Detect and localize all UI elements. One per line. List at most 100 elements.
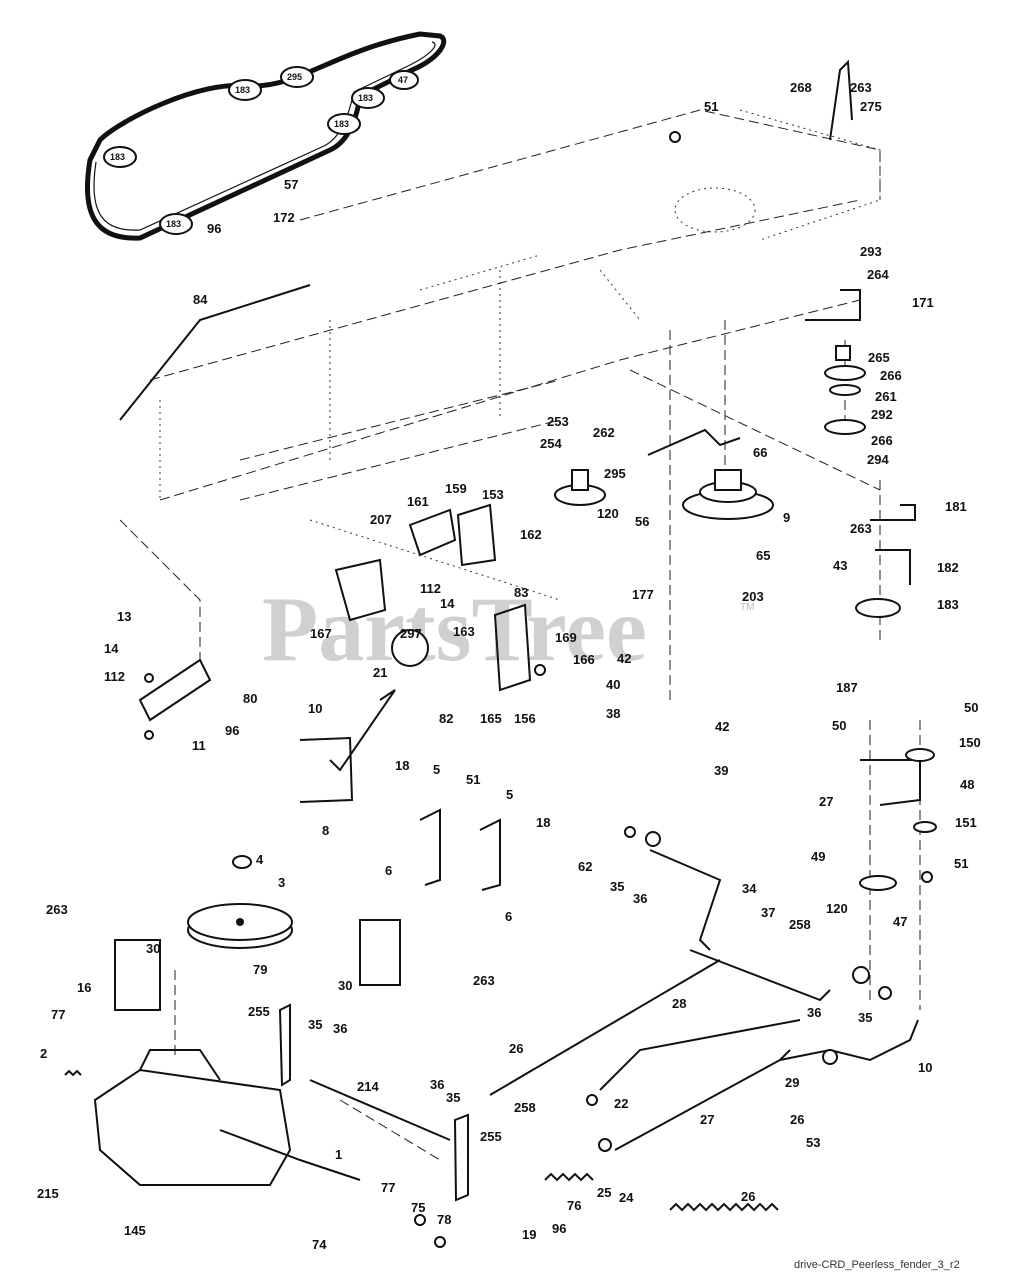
part-number-callout: 215 [37, 1186, 59, 1201]
part-number-callout: 84 [193, 292, 208, 307]
throttle-rod [829, 59, 853, 141]
part-number-callout: 25 [597, 1185, 611, 1200]
part-number-callout: 43 [833, 558, 847, 573]
part-number-callout: 258 [514, 1100, 536, 1115]
part-number-callout: 30 [338, 978, 352, 993]
part-number-callout: 292 [871, 407, 893, 422]
part-number-callout: 30 [146, 941, 160, 956]
part-number-callout: 14 [104, 641, 119, 656]
part-number-callout: 77 [381, 1180, 395, 1195]
shift-linkage [489, 748, 937, 1151]
belt-pulley: 183 [327, 113, 361, 135]
part-number-callout: 53 [806, 1135, 820, 1150]
part-number-callout: 183 [937, 597, 959, 612]
part-number-callout: 3 [278, 875, 285, 890]
part-number-callout: 36 [333, 1021, 347, 1036]
part-number-callout: 38 [606, 706, 620, 721]
part-number-callout: 29 [785, 1075, 799, 1090]
part-number-callout: 264 [867, 267, 889, 282]
part-number-callout: 150 [959, 735, 981, 750]
part-number-callout: 26 [509, 1041, 523, 1056]
part-number-callout: 255 [480, 1129, 502, 1144]
part-number-callout: 261 [875, 389, 897, 404]
part-number-callout: 48 [960, 777, 974, 792]
part-number-callout: 263 [850, 80, 872, 95]
transaxle-pulley [187, 855, 293, 949]
part-number-callout: 22 [614, 1096, 628, 1111]
svg-text:183: 183 [235, 85, 250, 95]
part-number-callout: 26 [741, 1189, 755, 1204]
part-number-callout: 50 [964, 700, 978, 715]
drive-belt: 183 295 47 183 183 183 183 [84, 31, 447, 241]
part-number-callout: 263 [473, 973, 495, 988]
brake-cross-shaft [278, 1003, 469, 1202]
part-number-callout: 162 [520, 527, 542, 542]
part-number-callout: 74 [312, 1237, 327, 1252]
part-number-callout: 5 [433, 762, 440, 777]
transaxle [93, 919, 401, 1186]
part-number-callout: 171 [912, 295, 934, 310]
part-number-callout: 39 [714, 763, 728, 778]
part-number-callout: 65 [756, 548, 770, 563]
part-number-callout: 10 [308, 701, 322, 716]
part-number-callout: 34 [742, 881, 757, 896]
clutch-pulley [554, 428, 774, 520]
part-number-callout: 14 [440, 596, 455, 611]
part-number-callout: 187 [836, 680, 858, 695]
part-number-callout: 6 [385, 863, 392, 878]
lift-arm-80 [119, 284, 311, 722]
part-number-callout: 214 [357, 1079, 379, 1094]
part-number-callout: 2 [40, 1046, 47, 1061]
part-number-callout: 75 [411, 1200, 425, 1215]
watermark: PartsTree [262, 578, 647, 680]
svg-text:183: 183 [358, 93, 373, 103]
part-number-callout: 262 [593, 425, 615, 440]
part-number-callout: 166 [573, 652, 595, 667]
part-number-callout: 265 [868, 350, 890, 365]
part-number-callout: 120 [597, 506, 619, 521]
part-number-callout: 96 [225, 723, 239, 738]
part-number-callout: 35 [610, 879, 624, 894]
part-number-callout: 83 [514, 585, 528, 600]
brake-brackets [419, 808, 501, 891]
part-number-callout: 10 [918, 1060, 932, 1075]
part-number-callout: 294 [867, 452, 889, 467]
part-number-callout: 36 [430, 1077, 444, 1092]
svg-text:183: 183 [166, 219, 181, 229]
part-number-callout: 28 [672, 996, 686, 1011]
part-number-callout: 51 [954, 856, 968, 871]
part-number-callout: 268 [790, 80, 812, 95]
part-number-callout: 1 [335, 1147, 342, 1162]
part-number-callout: 8 [322, 823, 329, 838]
part-number-callout: 36 [807, 1005, 821, 1020]
part-number-callout: 255 [248, 1004, 270, 1019]
idler-stack [805, 289, 916, 618]
part-number-callout: 275 [860, 99, 882, 114]
part-number-callout: 51 [466, 772, 480, 787]
part-number-callout: 56 [635, 514, 649, 529]
part-number-callout: 35 [308, 1017, 322, 1032]
part-number-callout: 177 [632, 587, 654, 602]
idler-bracket-cluster [299, 503, 532, 803]
part-number-callout: 167 [310, 626, 332, 641]
part-number-callout: 5 [506, 787, 513, 802]
belt-part-callout: 57 [284, 177, 298, 192]
part-number-callout: 49 [811, 849, 825, 864]
part-number-callout: 35 [858, 1010, 872, 1025]
part-number-callout: 9 [783, 510, 790, 525]
part-number-callout: 21 [373, 665, 387, 680]
part-number-callout: 161 [407, 494, 429, 509]
part-number-callout: 112 [104, 669, 125, 684]
part-number-callout: 297 [400, 626, 422, 641]
part-number-callout: 153 [482, 487, 504, 502]
svg-text:183: 183 [110, 152, 125, 162]
part-number-callout: 266 [880, 368, 902, 383]
belt-pulley: 183 [228, 79, 262, 101]
part-number-callout: 120 [826, 901, 848, 916]
part-number-callout: 145 [124, 1223, 146, 1238]
part-number-callout: 36 [633, 891, 647, 906]
svg-text:295: 295 [287, 72, 302, 82]
part-number-callout: 47 [893, 914, 907, 929]
